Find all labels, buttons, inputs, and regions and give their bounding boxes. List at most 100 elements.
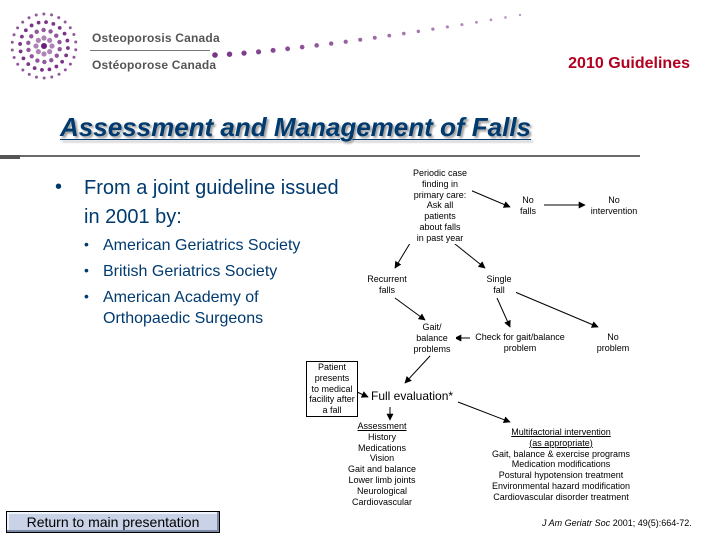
logo-dot bbox=[60, 59, 65, 64]
logo-dot bbox=[57, 46, 62, 52]
logo-dot bbox=[62, 31, 67, 36]
title-divider-accent bbox=[0, 155, 20, 159]
logo-dot bbox=[47, 49, 53, 55]
logo-dot bbox=[54, 53, 59, 58]
logo-dot bbox=[41, 35, 47, 41]
org-divider bbox=[90, 50, 210, 51]
logo-dot bbox=[41, 51, 47, 57]
trail-dot bbox=[431, 27, 435, 31]
trail-dot bbox=[489, 18, 493, 22]
logo-dot bbox=[35, 49, 41, 55]
guidelines-label: 2010 Guidelines bbox=[568, 55, 690, 72]
title-divider bbox=[0, 155, 640, 157]
trail-dot bbox=[226, 51, 233, 57]
logo-dot bbox=[16, 62, 20, 66]
logo-dot bbox=[41, 43, 47, 49]
logo-dot bbox=[47, 37, 53, 43]
logo-dot bbox=[50, 13, 54, 17]
logo-dot bbox=[42, 76, 46, 80]
trail-dot bbox=[299, 44, 305, 50]
sub-bullet-bgs: British Geriatrics Society bbox=[103, 263, 278, 280]
logo-dot bbox=[42, 59, 47, 65]
logo-dot bbox=[63, 20, 67, 24]
node-full-evaluation: Full evaluation* bbox=[369, 389, 456, 403]
citation: J Am Geriatr Soc 2001; 49(5):664-72. bbox=[542, 518, 692, 528]
logo-dot bbox=[74, 40, 78, 44]
logo-dot bbox=[72, 33, 76, 37]
trail-dot bbox=[387, 33, 392, 38]
trail-dot bbox=[212, 52, 218, 58]
logo-dot bbox=[49, 58, 54, 63]
trail-dot bbox=[372, 35, 377, 40]
logo-dot bbox=[68, 26, 72, 30]
org-name-french: Ostéoporose Canada bbox=[92, 58, 217, 72]
logo-dot bbox=[57, 39, 62, 45]
logo-dot bbox=[10, 40, 14, 44]
trail-dot bbox=[285, 46, 291, 52]
logo-dot bbox=[19, 34, 24, 39]
trail-dot bbox=[329, 41, 334, 46]
logo-dot bbox=[26, 47, 31, 53]
logo-dot bbox=[57, 25, 62, 30]
logo-dot bbox=[32, 66, 37, 71]
trail-dot bbox=[241, 50, 247, 56]
logo-dot bbox=[23, 28, 28, 33]
logo-dot bbox=[49, 43, 55, 49]
logo-dot bbox=[12, 33, 16, 37]
logo-dot bbox=[63, 68, 67, 72]
logo-dot bbox=[68, 62, 72, 66]
trail-dot bbox=[270, 47, 276, 53]
arrow-gait-to-full-eval bbox=[404, 355, 431, 384]
logo-dot bbox=[16, 26, 20, 30]
org-name-english: Osteoporosis Canada bbox=[92, 31, 220, 45]
logo-dot bbox=[51, 21, 56, 26]
trail-dot bbox=[343, 39, 348, 44]
arrow-periodic-to-single bbox=[449, 239, 486, 269]
trail-dot bbox=[504, 16, 507, 19]
logo-dot bbox=[34, 13, 38, 17]
logo-dot bbox=[26, 40, 31, 46]
logo-dot bbox=[41, 27, 46, 33]
sub-bullet-marker: • bbox=[84, 288, 89, 304]
arrow-periodic-to-no-falls bbox=[469, 189, 511, 208]
logo-dot bbox=[54, 64, 59, 69]
trail-dot bbox=[314, 43, 319, 48]
logo-dot bbox=[34, 75, 38, 79]
logo-dot bbox=[54, 33, 59, 38]
logo-dot bbox=[36, 20, 41, 25]
main-bullet-text: From a joint guideline issued in 2001 by… bbox=[84, 177, 339, 228]
logo-dot bbox=[10, 48, 14, 52]
return-to-main-button[interactable]: Return to main presentation bbox=[6, 511, 220, 533]
dot-trail-decoration-icon bbox=[212, 13, 522, 58]
trail-dot bbox=[358, 37, 363, 42]
citation-reference: 2001; 49(5):664-72. bbox=[610, 518, 692, 528]
node-multifactorial-intervention: Multifactorial intervention (as appropri… bbox=[478, 427, 644, 503]
logo-dot bbox=[21, 20, 25, 24]
logo-dot bbox=[72, 55, 76, 59]
sub-bullet-ags: American Geriatrics Society bbox=[103, 237, 301, 254]
arrow-single-to-no-problem bbox=[514, 291, 599, 328]
logo-dot bbox=[26, 62, 31, 67]
trail-dot bbox=[460, 23, 464, 27]
logo-dot bbox=[29, 54, 34, 59]
arrow-periodic-to-recurrent bbox=[394, 239, 413, 269]
logo-dot bbox=[29, 23, 34, 28]
logo-dot bbox=[57, 16, 61, 20]
logo-dot bbox=[21, 68, 25, 72]
logo-dot bbox=[66, 46, 70, 50]
trail-dot bbox=[416, 29, 421, 34]
logo-dot bbox=[35, 37, 41, 43]
logo-dot bbox=[35, 58, 40, 63]
page-title: Assessment and Management of Falls bbox=[60, 112, 532, 142]
logo-dot bbox=[27, 16, 31, 20]
trail-dot bbox=[518, 13, 522, 17]
trail-dot bbox=[256, 49, 262, 55]
citation-journal: J Am Geriatr Soc bbox=[542, 518, 611, 528]
